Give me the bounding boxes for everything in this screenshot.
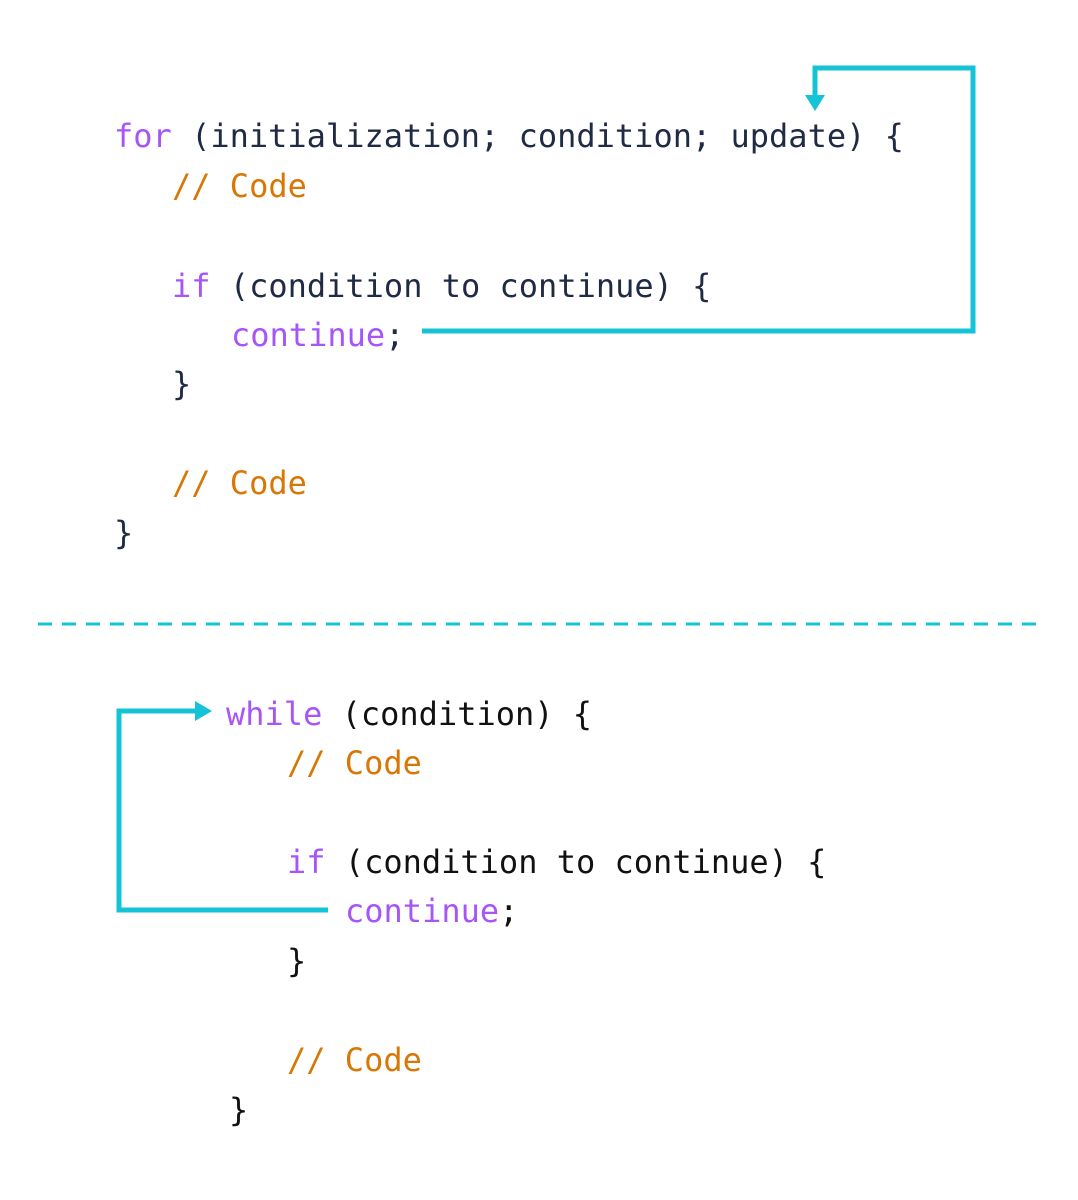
for-keyword: for xyxy=(114,117,172,155)
for-comment-top: // Code xyxy=(172,166,307,206)
semicolon: ; xyxy=(385,316,405,354)
for-continue-line: continue; xyxy=(231,315,404,355)
continue-keyword: continue xyxy=(231,316,386,354)
if-condition-text: (condition to continue) { xyxy=(325,843,827,881)
for-header-text: (initialization; condition; update) { xyxy=(171,117,904,155)
comment-text: // Code xyxy=(172,167,307,205)
if-keyword: if xyxy=(172,267,211,305)
if-keyword: if xyxy=(287,843,326,881)
for-if-close-brace: } xyxy=(172,365,192,403)
for-comment-bottom: // Code xyxy=(172,463,307,503)
for-close-brace: } xyxy=(114,514,134,552)
while-comment-top: // Code xyxy=(287,743,422,783)
continue-keyword: continue xyxy=(345,892,500,930)
arrowhead-down-icon xyxy=(805,95,825,111)
comment-text: // Code xyxy=(172,464,307,502)
comment-text: // Code xyxy=(287,1041,422,1079)
while-keyword: while xyxy=(226,695,323,733)
comment-text: // Code xyxy=(287,744,422,782)
arrowhead-right-icon xyxy=(195,701,212,721)
for-if-line: if (condition to continue) { xyxy=(172,266,711,306)
while-comment-bottom: // Code xyxy=(287,1040,422,1080)
while-continue-line: continue; xyxy=(345,891,518,931)
semicolon: ; xyxy=(499,892,519,930)
while-if-line: if (condition to continue) { xyxy=(287,842,826,882)
for-header-line: for (initialization; condition; update) … xyxy=(114,116,904,156)
while-close-brace: } xyxy=(229,1091,249,1129)
while-header-text: (condition) { xyxy=(322,695,593,733)
while-if-close-brace: } xyxy=(287,942,307,980)
if-condition-text: (condition to continue) { xyxy=(210,267,712,305)
while-header-line: while (condition) { xyxy=(226,694,592,734)
